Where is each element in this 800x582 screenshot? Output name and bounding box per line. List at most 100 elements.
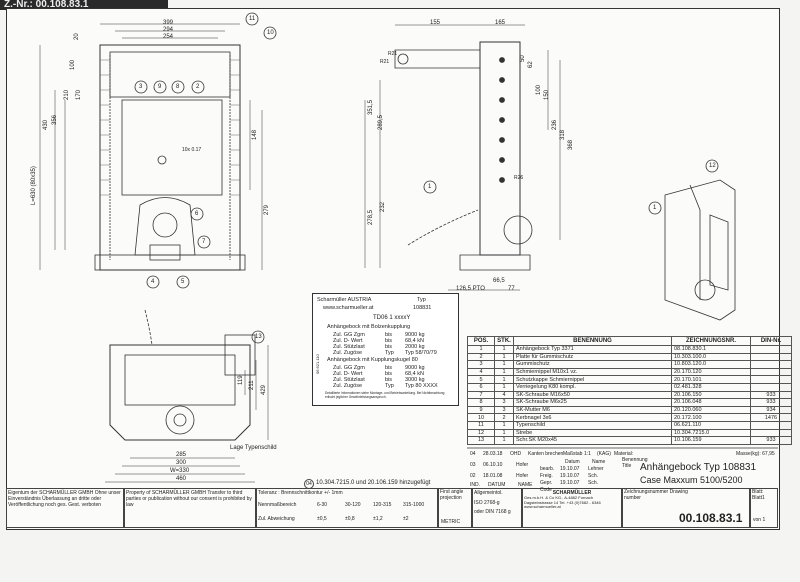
company-address: Ges.m.b.H. & Co KG., A-4882 Fornach Dags… (524, 495, 601, 510)
rev-row-0-name: OHD (510, 451, 522, 457)
plate-row2-0-label: Zul. GG Zgm (333, 365, 365, 371)
bom-cell-din (750, 345, 792, 354)
benennung-label: Benennung Title (622, 457, 648, 469)
zeichnungsnummer-label: Zeichnungsnummer Drawing number (624, 489, 688, 501)
rear-dim-right-3: 429 (261, 384, 267, 395)
bom-cell-benennung: Platte für Gummischutz (513, 352, 672, 362)
bom-header-row: POS. STK. BENENNUNG ZEICHNUNGSNR. DIN-Nr… (467, 336, 792, 346)
tolerance-row2-label: Zul. Abweichung (258, 516, 295, 522)
bom-header-benennung: BENENNUNG (513, 336, 672, 346)
mass-label: Masse(kg): 67,95 (736, 451, 775, 457)
side-radius-3: R26 (514, 175, 524, 181)
bom-cell-din (750, 428, 792, 438)
rear-view (105, 309, 269, 483)
bom-cell-pos: 6 (467, 382, 495, 392)
bom-header-din: DIN-Nr. (750, 336, 792, 346)
bom-cell-din: 934 (750, 405, 792, 415)
bom-cell-benennung: Strebe (513, 428, 672, 438)
side-dim-right-5: 236 (552, 119, 558, 130)
drawing-number: 00.108.83.1 (679, 511, 743, 525)
rev-massstab-value: 1:1 (584, 451, 591, 457)
plate-row2-2-op: bis (385, 377, 393, 383)
front-dim-top-2: 294 (163, 27, 174, 33)
bom-cell-stk: 3 (494, 398, 514, 407)
tolerance-range-3: 120-315 (373, 502, 392, 508)
iso-callout-1: 1 (653, 205, 657, 211)
bom-cell-pos: 1 (467, 345, 495, 354)
front-dim-left-6: 430 (43, 119, 49, 130)
tolerance-dev-1: ±0,5 (317, 516, 327, 522)
bom-cell-din: 933 (750, 436, 792, 445)
bom-cell-din: 933 (750, 398, 792, 407)
plate-row1-0-val: 9000 kg (405, 332, 425, 338)
rev-massstab-label: Maßstab (563, 451, 583, 457)
tolerance-row1-label: Nennmaßbereich (258, 502, 297, 508)
rev-row-2-ind: 02 (470, 473, 476, 479)
front-view (39, 12, 277, 289)
approval-code-label: Code (540, 487, 552, 493)
tolerance-dev-3: ±1,2 (373, 516, 383, 522)
type-plate: Scharmüller AUSTRIA Typ www.scharmueller… (312, 293, 459, 406)
side-dim-right-4: 150 (544, 89, 550, 100)
rear-dim-bottom-3: W=330 (170, 468, 190, 474)
callout-4: 4 (151, 279, 155, 285)
bom-cell-pos: 13 (467, 436, 495, 445)
plate-typ-value: 108831 (413, 305, 432, 311)
side-dim-right-7: 368 (568, 139, 574, 150)
rev-kanten-brechen: Kanten brechen (528, 451, 564, 457)
plate-row2-0-op: bis (385, 365, 393, 371)
bom-header-pos: POS. (467, 336, 495, 346)
bom-cell-zeichnungsnr: 08.108.830.1 (671, 345, 751, 354)
side-radius-1: R21 (380, 59, 390, 65)
ownership-de: Eigentum der SCHARMÜLLER GMBH Ohne unser… (6, 488, 124, 528)
sheet-box: Blatt: Blatt1 von 1 (750, 488, 778, 528)
title-line-2: Case Maxxum 5100/5200 (640, 475, 743, 485)
bom-cell-din (750, 382, 792, 392)
plate-row1-0-label: Zul. GG Zgm (333, 332, 365, 338)
front-dim-top-3: 254 (163, 34, 174, 40)
front-dim-left-5: 356 (52, 114, 58, 125)
plate-row1-2-label: Zul. Stützlast (333, 344, 365, 350)
title-line-1: Anhängebock Typ 108831 (640, 462, 757, 473)
bom-cell-stk: 2 (494, 413, 514, 422)
callout-9: 9 (158, 84, 162, 90)
ownership-en: Property of SCHARMÜLLER GMBH Transfer to… (124, 488, 256, 528)
drawing-number-box: Zeichnungsnummer Drawing number 00.108.8… (622, 488, 750, 528)
rear-callout-13: 13 (255, 334, 262, 340)
tolerance-range-4: 315-1000 (403, 502, 425, 508)
tolerance-dev-4: ±2 (403, 516, 409, 522)
side-dim-right-6: 318 (560, 129, 566, 140)
approval-2-date: 19.10.07 (560, 480, 580, 486)
bom-cell-pos: 3 (467, 360, 495, 369)
plate-section1: Anhängebock mit Bolzenkupplung (327, 324, 411, 330)
side-dim-top-2: 165 (495, 20, 506, 26)
plate-row1-3-label: Zul. Zugöse (333, 350, 363, 356)
revision-note: 10.304.7215.0 und 20.106.159 hinzugefügt (316, 480, 431, 486)
bom-cell-zeichnungsnr: 20.172.100 (671, 413, 751, 422)
bom-cell-zeichnungsnr: 10.304.7215.0 (671, 428, 751, 438)
company-name: SCHARMÜLLER (552, 490, 592, 496)
rear-dim-bottom-1: 285 (176, 452, 187, 458)
plate-web: www.scharmueller.at (323, 305, 374, 311)
approval-1-date: 19.10.07 (560, 473, 580, 479)
plate-row1-0-op: bis (385, 332, 393, 338)
bom-cell-benennung: SK-Schraube M6x25 (513, 398, 672, 407)
side-dim-left-3: 278,5 (368, 209, 374, 225)
rev-row-2-date: 18.01.08 (483, 473, 503, 479)
bom-cell-din: 1476 (750, 413, 792, 422)
side-dim-bottom-2: 126,5 PTO (456, 286, 485, 292)
front-dim-left-2: 100 (70, 59, 76, 70)
plate-row1-3-val: Typ 58/70/79 (405, 350, 437, 356)
title-block: Eigentum der SCHARMÜLLER GMBH Ohne unser… (6, 488, 778, 528)
drawing-number-top: Z.-Nr.: 00.108.83.1 (0, 0, 168, 10)
bom-cell-pos: 2 (467, 352, 495, 362)
bom-table: POS. STK. BENENNUNG ZEICHNUNGSNR. DIN-Nr… (467, 336, 792, 445)
rev-row-1-date: 06.10.10 (483, 462, 503, 468)
